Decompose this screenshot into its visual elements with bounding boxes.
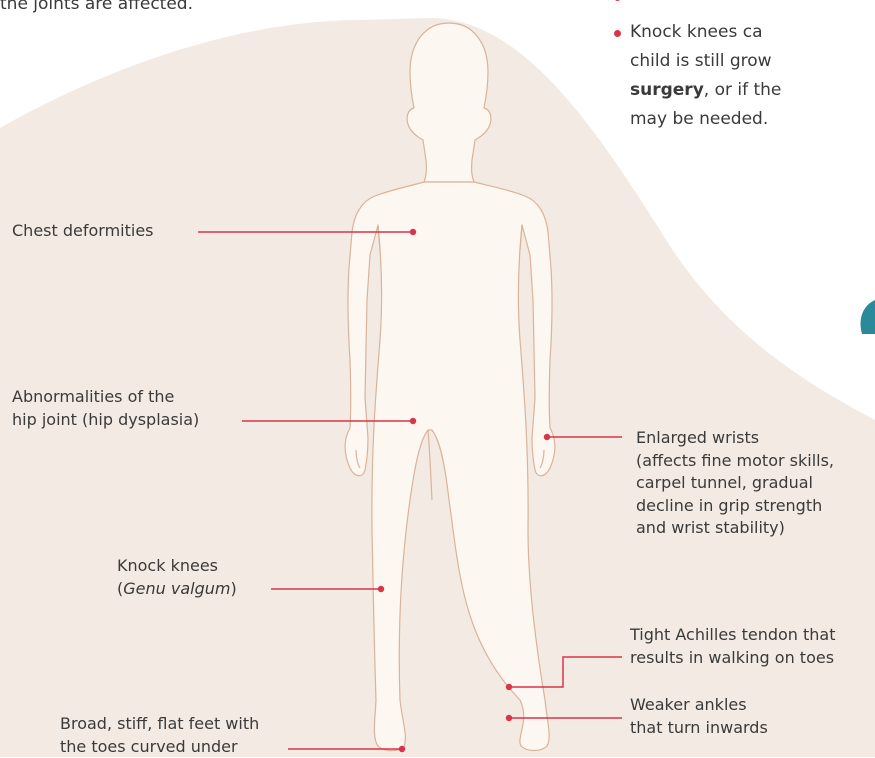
marker-dot-ankles — [506, 715, 512, 721]
label-knees-line-1: Knock knees — [117, 555, 237, 578]
marker-dot-chest — [410, 229, 416, 235]
label-achilles-line-2: results in walking on toes — [630, 647, 836, 670]
bullet-line-3-rest: , or if the — [704, 80, 782, 100]
teal-accent-shape — [861, 300, 875, 334]
label-chest-deformities: Chest deformities — [12, 220, 154, 243]
label-wrists-line-4: decline in grip strength — [636, 495, 834, 518]
label-weaker-ankles: Weaker ankles that turn inwards — [630, 694, 768, 739]
bullet-line-4: may be needed. — [630, 107, 768, 131]
label-achilles-line-1: Tight Achilles tendon that — [630, 624, 836, 647]
intro-text-partial: the joints are affected. — [0, 0, 193, 16]
bullet-line-2: child is still grow — [630, 49, 772, 73]
label-enlarged-wrists: Enlarged wrists (affects fine motor skil… — [636, 427, 834, 540]
label-wrists-line-5: and wrist stability) — [636, 517, 834, 540]
bullet-dot — [614, 30, 621, 37]
bullet-bold-term: surgery — [630, 80, 704, 100]
label-knock-knees: Knock knees (Genu valgum) — [117, 555, 237, 600]
marker-dot-achilles — [506, 684, 512, 690]
label-knees-latin: Genu valgum — [123, 579, 230, 598]
marker-dot-knees — [378, 586, 384, 592]
marker-dot-hip — [410, 418, 416, 424]
label-wrists-line-3: carpel tunnel, gradual — [636, 472, 834, 495]
label-hip-line-1: Abnormalities of the — [12, 386, 199, 409]
label-ankles-line-1: Weaker ankles — [630, 694, 768, 717]
label-achilles-tendon: Tight Achilles tendon that results in wa… — [630, 624, 836, 669]
label-ankles-line-2: that turn inwards — [630, 717, 768, 740]
label-feet-line-1: Broad, stiff, flat feet with — [60, 713, 259, 736]
label-hip-dysplasia: Abnormalities of the hip joint (hip dysp… — [12, 386, 199, 431]
label-knees-close: ) — [230, 579, 236, 598]
label-chest-line: Chest deformities — [12, 220, 154, 243]
marker-dot-wrists — [544, 434, 550, 440]
label-feet-line-2: the toes curved under — [60, 736, 259, 758]
marker-dot-feet — [399, 746, 405, 752]
label-wrists-line-2: (affects fine motor skills, — [636, 450, 834, 473]
label-flat-feet: Broad, stiff, flat feet with the toes cu… — [60, 713, 259, 758]
label-knees-line-2: (Genu valgum) — [117, 578, 237, 601]
label-wrists-line-1: Enlarged wrists — [636, 427, 834, 450]
label-hip-line-2: hip joint (hip dysplasia) — [12, 409, 199, 432]
bullet-line-1: Knock knees ca — [630, 20, 762, 44]
bullet-line-3: surgery, or if the — [630, 78, 781, 102]
